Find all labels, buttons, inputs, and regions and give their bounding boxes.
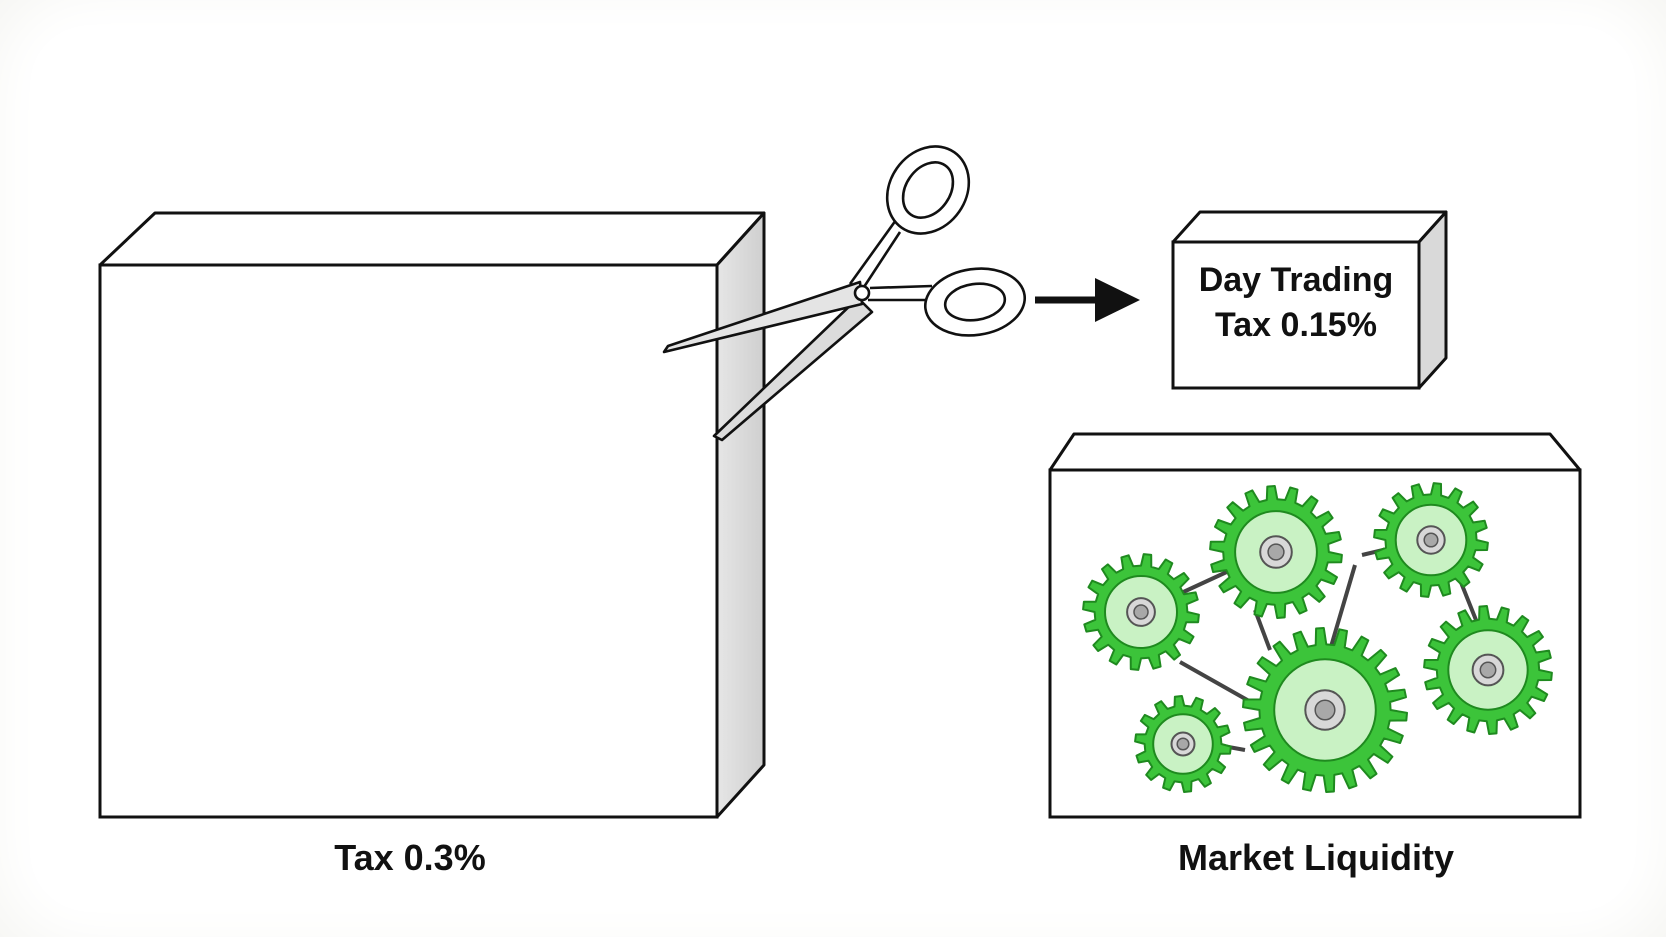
gear-cluster bbox=[1082, 482, 1553, 793]
gear-right-icon bbox=[1423, 605, 1553, 735]
small-box-label-line2: Tax 0.15% bbox=[1215, 306, 1377, 344]
small-box-label-line1: Day Trading bbox=[1199, 261, 1394, 299]
scissors-icon bbox=[662, 145, 1027, 442]
small-box-top-face bbox=[1171, 210, 1448, 244]
big-box-caption: Tax 0.3% bbox=[334, 837, 485, 878]
market-liquidity-box bbox=[1048, 432, 1582, 819]
gear-top-right-icon bbox=[1373, 482, 1489, 598]
gear-center-large-icon bbox=[1242, 627, 1408, 793]
big-tax-box bbox=[98, 211, 766, 819]
gears-box-top-face bbox=[1048, 432, 1582, 472]
small-box-side-face bbox=[1417, 210, 1448, 390]
arrow-right-icon bbox=[1035, 278, 1140, 322]
big-box-front-face bbox=[98, 263, 719, 819]
day-trading-tax-box: Day Trading Tax 0.15% bbox=[1171, 210, 1448, 390]
small-box-front-face bbox=[1171, 240, 1421, 390]
gear-bottom-left-icon bbox=[1134, 695, 1232, 793]
big-box-top-face bbox=[98, 211, 766, 267]
gears-box-caption: Market Liquidity bbox=[1178, 837, 1454, 878]
gear-left-icon bbox=[1082, 553, 1200, 671]
big-box-side-face bbox=[715, 211, 766, 819]
gear-top-center-icon bbox=[1209, 485, 1343, 619]
